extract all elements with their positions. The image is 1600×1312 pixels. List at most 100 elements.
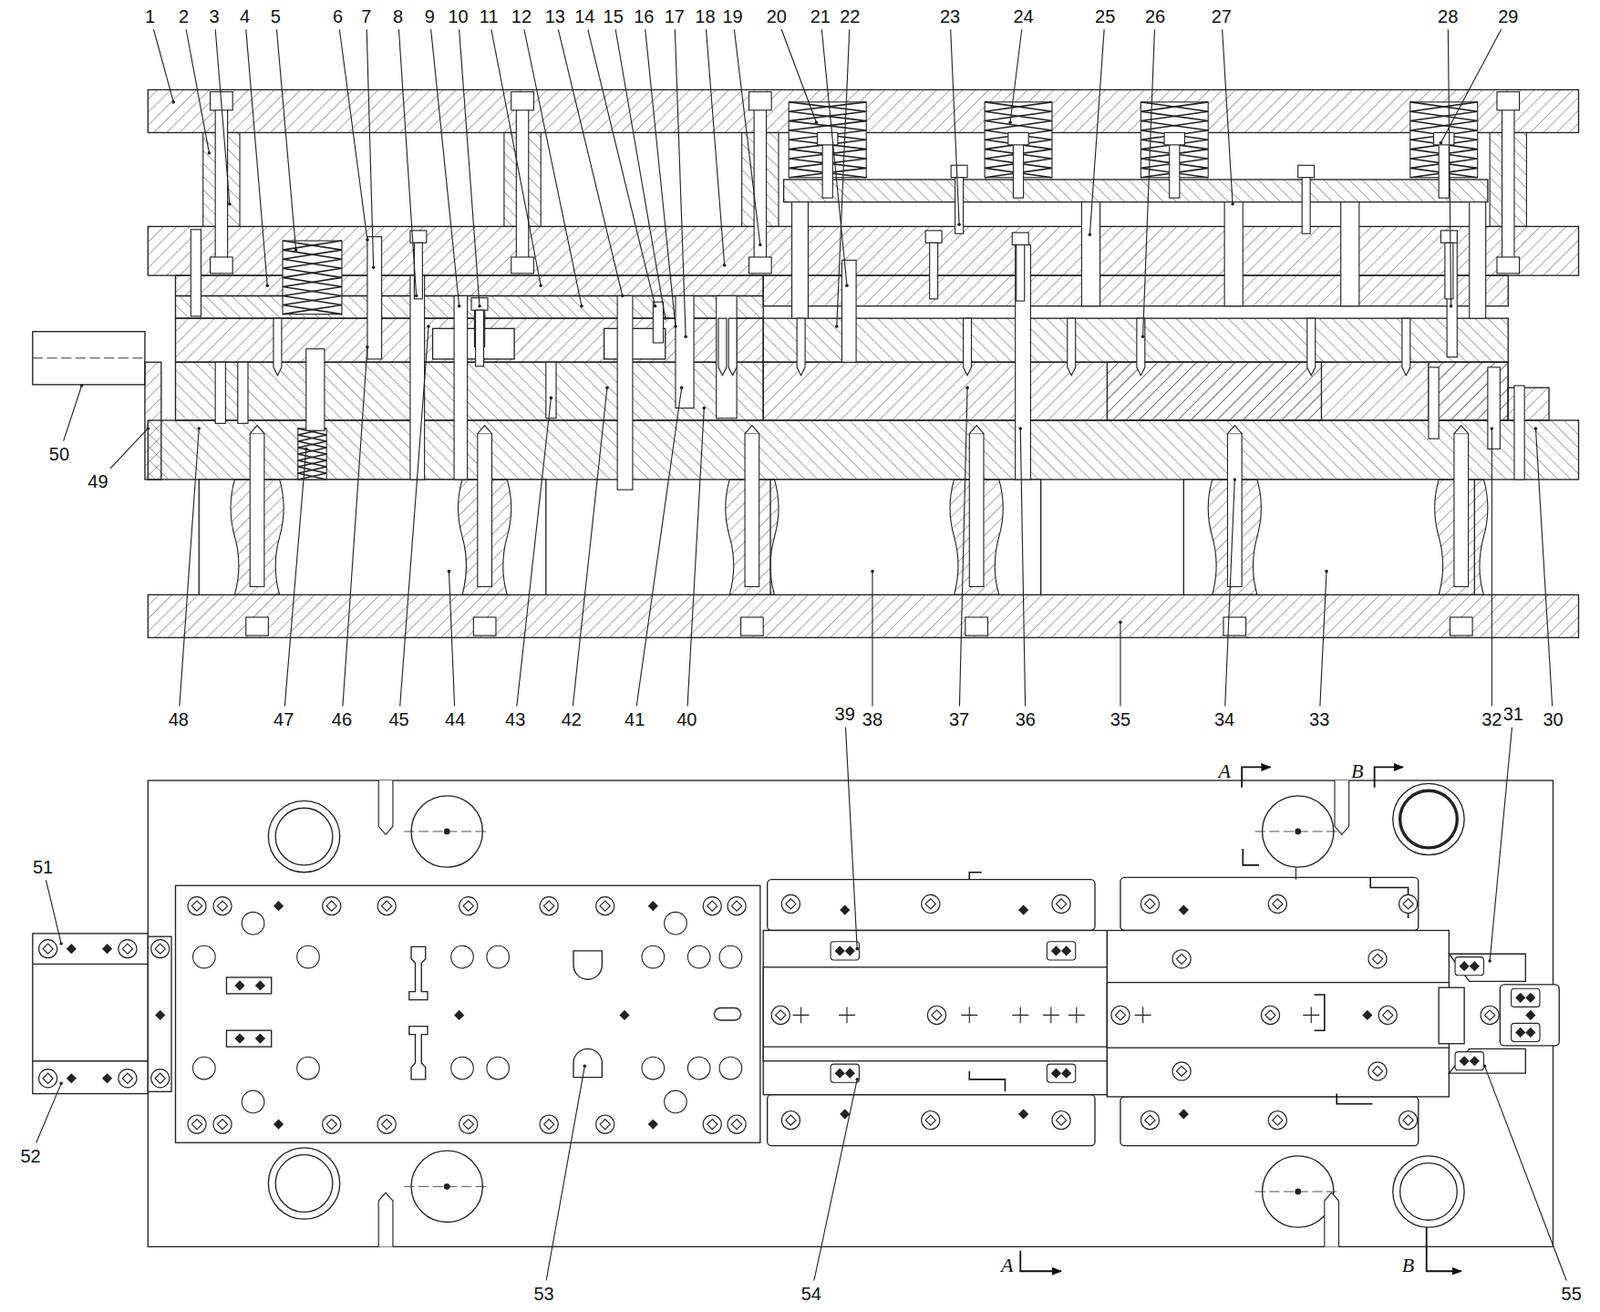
- section-arrow: [1020, 1250, 1062, 1271]
- guide-bushing: [268, 800, 340, 872]
- leader-line: [1225, 479, 1236, 707]
- callout-number: 12: [511, 6, 532, 27]
- guide-bushing: [275, 807, 333, 866]
- screw-symbol: [539, 1114, 558, 1134]
- callout-number: 20: [766, 6, 787, 27]
- screw-head: [473, 617, 496, 636]
- leader-line: [1020, 428, 1025, 707]
- plan-rail: [767, 1094, 1095, 1146]
- screw-symbol: [326, 900, 337, 911]
- section-line: [1336, 1094, 1373, 1105]
- spring: [298, 428, 327, 480]
- center-line: [32, 357, 145, 359]
- plan-outline: [147, 780, 1553, 1247]
- leader-line: [1535, 428, 1552, 707]
- screw-symbol: [1111, 1005, 1130, 1024]
- dowel-symbol: [273, 1119, 284, 1130]
- plan-plate: [175, 885, 761, 1143]
- generated-parts: [39, 92, 1540, 1248]
- screw-head: [749, 257, 773, 274]
- hole-symbol: [687, 1056, 711, 1080]
- screw-symbol: [1272, 898, 1283, 909]
- screw-symbol: [1114, 1010, 1126, 1021]
- stop-block: [830, 941, 859, 960]
- leader-line: [546, 1065, 585, 1280]
- leader-dot: [722, 263, 727, 268]
- punch: [367, 237, 382, 360]
- leader-line: [781, 29, 816, 123]
- leader-line: [398, 29, 416, 296]
- locating-pin: [1334, 780, 1350, 835]
- leader-dot: [59, 1082, 63, 1086]
- callout-number: 4: [239, 6, 250, 27]
- leader-dot: [365, 345, 370, 350]
- stop-block: [1455, 957, 1484, 976]
- screw: [1454, 433, 1469, 588]
- callout-number: 24: [1012, 6, 1033, 27]
- plan-strip: [763, 967, 1107, 1062]
- callout-number: 23: [939, 6, 960, 27]
- leader-line: [448, 571, 455, 707]
- screw-tip: [1454, 425, 1469, 434]
- leader-dot: [1118, 620, 1123, 625]
- screw-symbol: [463, 900, 474, 911]
- screw: [955, 177, 964, 235]
- screw-head: [965, 617, 989, 636]
- dowel-symbol: [255, 1033, 266, 1044]
- pilot-pin: [728, 318, 737, 376]
- screw-tip: [744, 425, 760, 434]
- section-line: [1242, 848, 1260, 866]
- leader-line: [836, 29, 850, 327]
- punch: [306, 349, 325, 432]
- leader-line: [636, 387, 682, 706]
- callout-number: 41: [624, 709, 645, 730]
- screw-symbol: [459, 1114, 478, 1134]
- leader-line: [524, 29, 582, 306]
- callout-number: 38: [862, 709, 883, 730]
- punch: [190, 229, 201, 317]
- plan-view: [32, 780, 1559, 1247]
- punch: [410, 275, 425, 480]
- leader-dot: [855, 947, 859, 951]
- leader-line: [63, 385, 83, 442]
- bolt-head: [1434, 132, 1455, 145]
- hole-symbol: [297, 1056, 320, 1080]
- screw-head: [1449, 617, 1473, 636]
- dowel-symbol: [1051, 1068, 1062, 1079]
- leader-dot: [673, 324, 678, 329]
- screw: [477, 433, 493, 588]
- leader-line: [284, 448, 306, 706]
- dowel-symbol: [273, 900, 284, 911]
- screw-symbol: [151, 1069, 170, 1088]
- dowel-symbol: [1515, 1027, 1526, 1038]
- callout-number: 15: [603, 6, 624, 27]
- stop-block: [1046, 1063, 1075, 1083]
- plan-line: [32, 963, 148, 965]
- leader-line: [821, 29, 847, 286]
- plan-feed-guide: [32, 933, 148, 1095]
- section-line: [1314, 994, 1325, 1031]
- screw-symbol: [213, 1114, 232, 1134]
- dowel-symbol: [154, 1010, 166, 1021]
- screw-symbol: [216, 900, 228, 911]
- leader-dot: [146, 426, 151, 431]
- screw-symbol: [463, 1119, 474, 1130]
- screw-symbol: [727, 1114, 746, 1134]
- screw-symbol: [732, 1119, 743, 1130]
- screw-symbol: [1268, 894, 1287, 913]
- leader-dot: [447, 569, 452, 574]
- leader-dot: [855, 1077, 859, 1082]
- dowel-symbol: [648, 1119, 659, 1130]
- leader-line: [706, 29, 725, 266]
- screw-head: [950, 165, 968, 177]
- dowel-symbol: [1362, 1010, 1373, 1021]
- plan-rail: [1120, 877, 1419, 930]
- callout-number: 55: [1561, 1283, 1582, 1304]
- callout-number: 8: [392, 6, 403, 27]
- riser-block: [770, 479, 1042, 595]
- bolt-head: [817, 132, 838, 145]
- hole-symbol: [451, 1056, 475, 1080]
- screw-symbol: [1403, 1114, 1414, 1126]
- dowel-symbol: [102, 1073, 113, 1084]
